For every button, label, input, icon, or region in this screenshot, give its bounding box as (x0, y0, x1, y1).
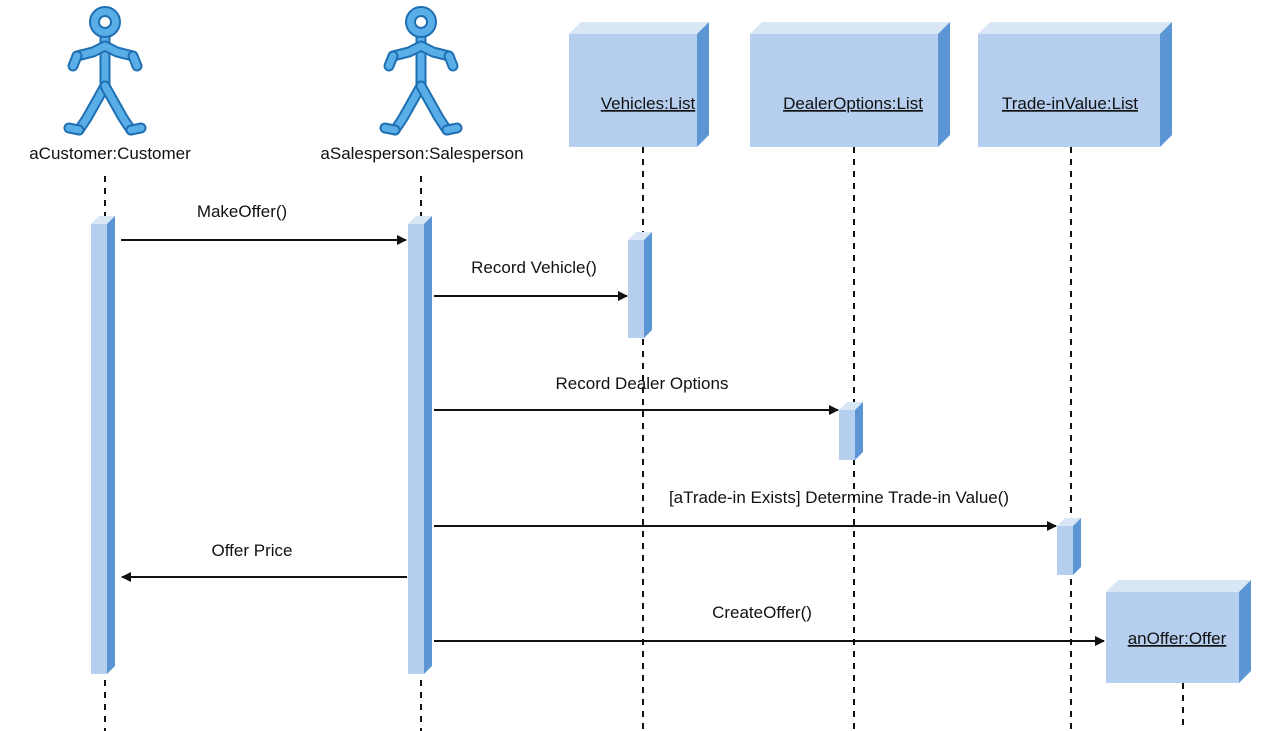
actor-customer-label: aCustomer:Customer (29, 144, 191, 163)
actor-salesperson-label: aSalesperson:Salesperson (320, 144, 523, 163)
message-offer-price: Offer Price (121, 541, 407, 582)
stick-figure-icon (379, 6, 463, 136)
object-dealer-options (750, 22, 950, 147)
object-offer (1106, 580, 1251, 683)
object-dealer-options-label: DealerOptions:List (783, 94, 923, 113)
object-tradein-value (978, 22, 1172, 147)
object-offer-label: anOffer:Offer (1128, 629, 1227, 648)
message-label: CreateOffer() (712, 603, 812, 622)
activation-vehicles (628, 232, 652, 338)
activation-salesperson (408, 216, 432, 674)
object-vehicles (569, 22, 709, 147)
actor-salesperson: aSalesperson:Salesperson (320, 6, 524, 163)
message-record-vehicle: Record Vehicle() (434, 258, 628, 301)
message-label: MakeOffer() (197, 202, 287, 221)
message-record-dealer-options: Record Dealer Options (434, 374, 839, 415)
activation-dealer-options (839, 402, 863, 460)
stick-figure-icon (63, 6, 147, 136)
message-label: Offer Price (212, 541, 293, 560)
message-determine-tradein: [aTrade-in Exists] Determine Trade-in Va… (434, 488, 1057, 531)
activation-customer (91, 216, 115, 674)
message-label: Record Dealer Options (556, 374, 729, 393)
activation-tradein-value (1057, 518, 1081, 575)
object-vehicles-label: Vehicles:List (601, 94, 696, 113)
object-tradein-value-label: Trade-inValue:List (1002, 94, 1138, 113)
message-create-offer: CreateOffer() (434, 603, 1105, 646)
message-label: [aTrade-in Exists] Determine Trade-in Va… (669, 488, 1009, 507)
message-label: Record Vehicle() (471, 258, 597, 277)
message-make-offer: MakeOffer() (121, 202, 407, 245)
actor-customer: aCustomer:Customer (29, 6, 191, 163)
